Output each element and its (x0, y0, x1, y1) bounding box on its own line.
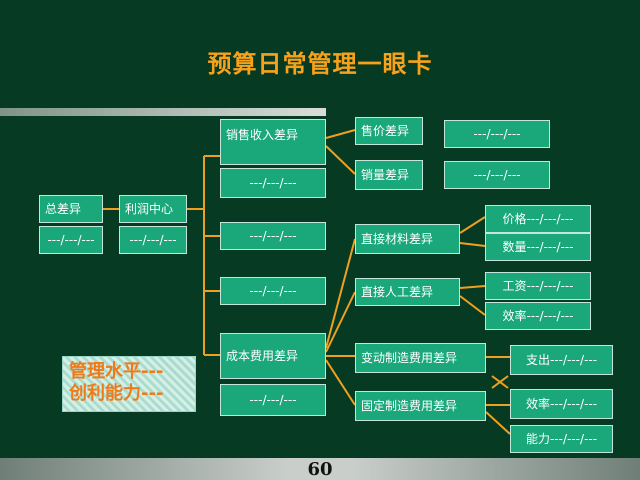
page-number: 60 (307, 459, 333, 480)
summary-note: 管理水平--- 创利能力--- (62, 356, 196, 412)
price-variance-value: ---/---/--- (444, 120, 550, 148)
profit-center-node: 利润中心 (119, 195, 187, 223)
material-quantity-node: 数量---/---/--- (485, 233, 591, 261)
fixed-efficiency-node: 效率---/---/--- (510, 389, 613, 419)
sales-revenue-variance-value: ---/---/--- (220, 168, 326, 198)
labor-efficiency-node: 效率---/---/--- (485, 302, 591, 330)
direct-material-variance-node: 直接材料差异 (355, 224, 460, 254)
labor-wage-node: 工资---/---/--- (485, 272, 591, 300)
page-title: 预算日常管理一眼卡 (207, 50, 433, 78)
summary-line-management: 管理水平--- (69, 361, 164, 382)
variable-overhead-variance-node: 变动制造费用差异 (355, 343, 486, 373)
summary-line-profitability: 创利能力--- (69, 383, 164, 404)
footer-band (0, 458, 640, 480)
fixed-overhead-variance-node: 固定制造费用差异 (355, 391, 486, 421)
variable-spending-node: 支出---/---/--- (510, 345, 613, 375)
volume-variance-value: ---/---/--- (444, 161, 550, 189)
fixed-capacity-node: 能力---/---/--- (510, 425, 613, 453)
direct-material-value: ---/---/--- (220, 222, 326, 250)
cost-expense-variance-value: ---/---/--- (220, 384, 326, 416)
cost-expense-variance-node: 成本费用差异 (220, 333, 326, 379)
volume-variance-node: 销量差异 (355, 160, 423, 190)
material-price-node: 价格---/---/--- (485, 205, 591, 233)
total-variance-value: ---/---/--- (39, 226, 103, 254)
direct-labor-variance-node: 直接人工差异 (355, 278, 460, 306)
price-variance-node: 售价差异 (355, 117, 423, 145)
profit-center-value: ---/---/--- (119, 226, 187, 254)
decorative-band (0, 108, 326, 116)
sales-revenue-variance-node: 销售收入差异 (220, 119, 326, 165)
direct-labor-value: ---/---/--- (220, 277, 326, 305)
total-variance-node: 总差异 (39, 195, 103, 223)
